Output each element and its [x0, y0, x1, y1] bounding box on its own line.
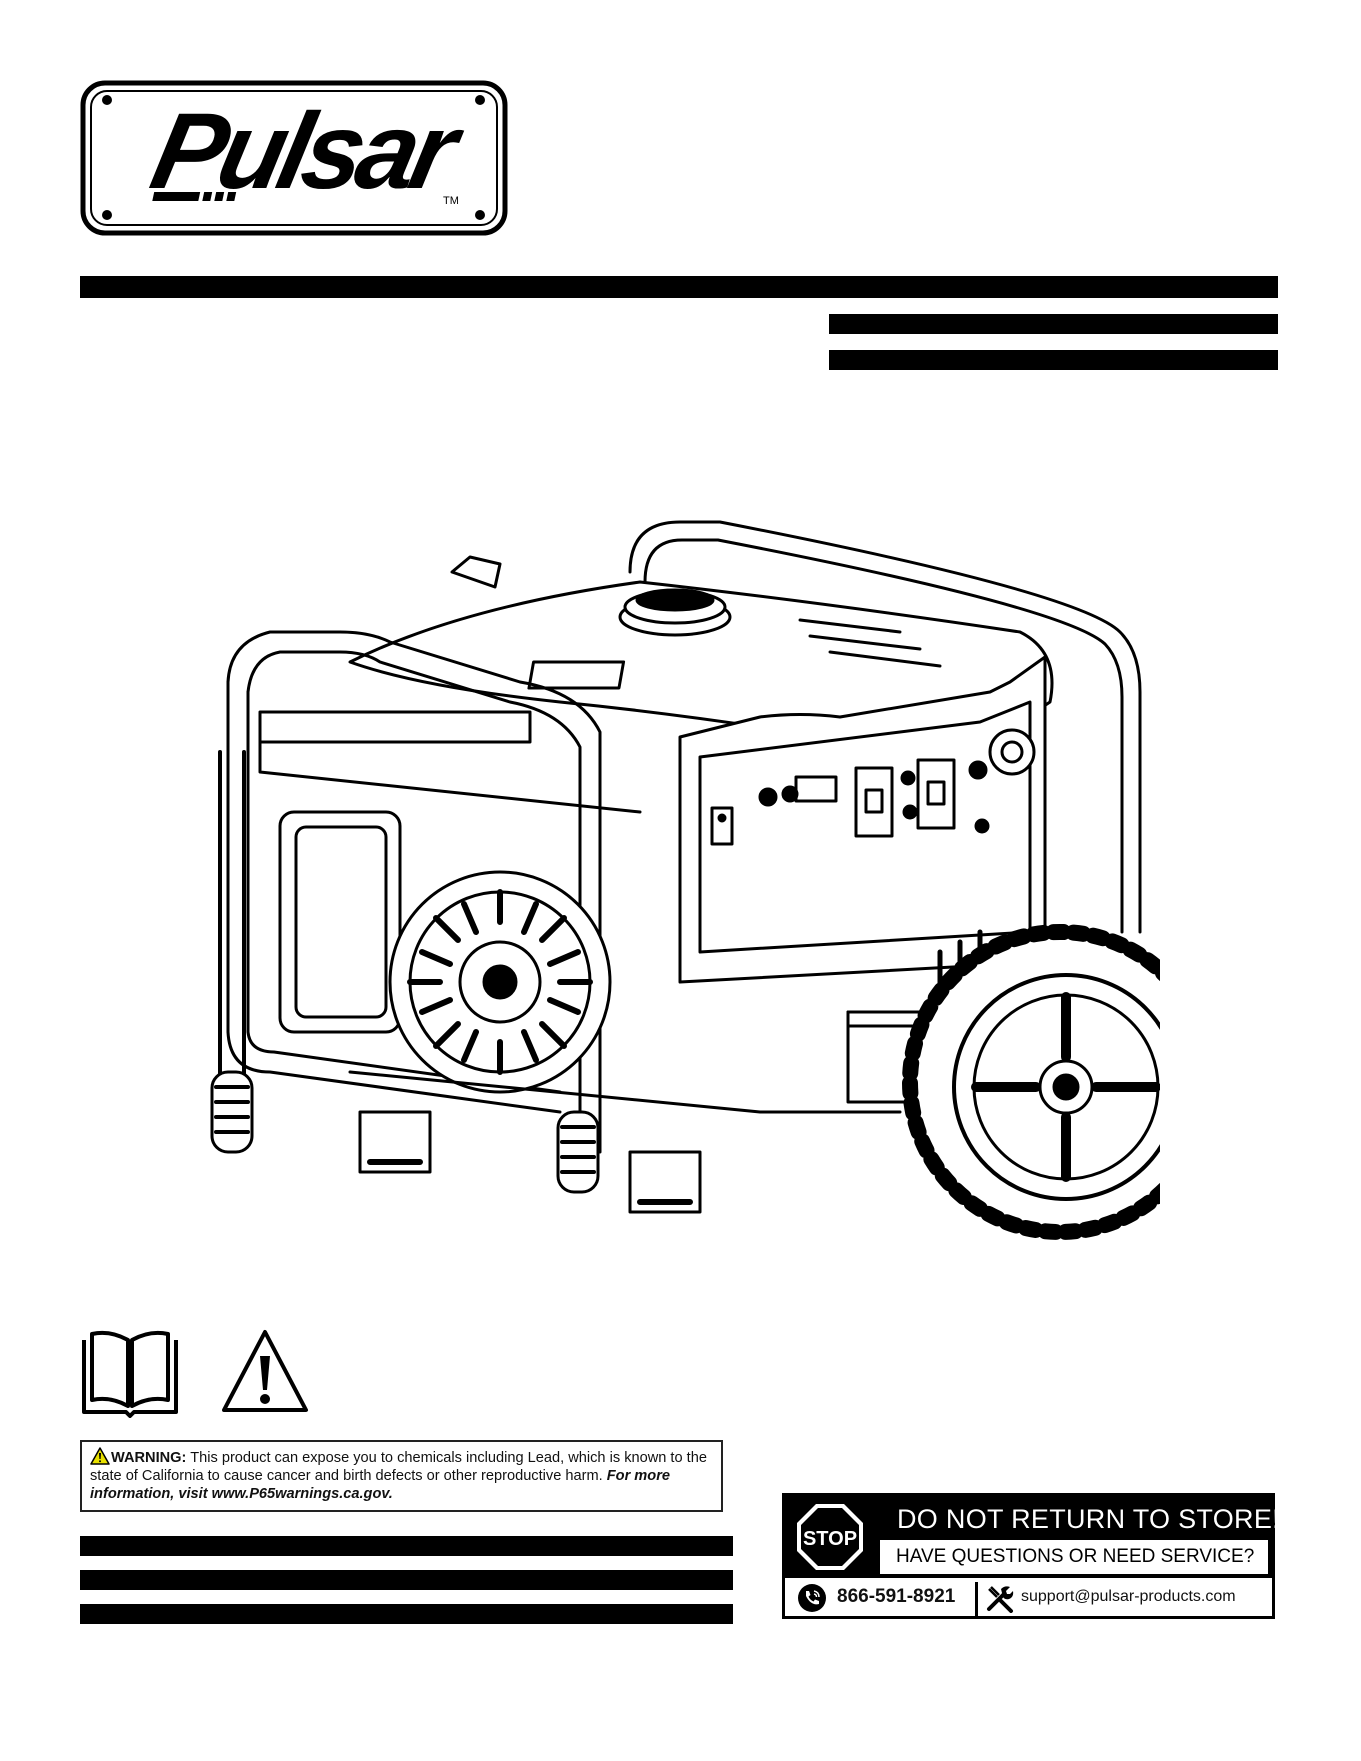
footer-bar-1: [80, 1536, 733, 1556]
stop-sign-icon: STOP: [797, 1504, 863, 1570]
title-bar-2: [829, 350, 1278, 370]
warning-label: WARNING:: [111, 1450, 187, 1466]
support-email[interactable]: support@pulsar-products.com: [1021, 1588, 1236, 1605]
support-contact-panel: STOP DO NOT RETURN TO STORE! HAVE QUESTI…: [782, 1493, 1280, 1619]
pulsar-logo: Pulsar TM: [80, 80, 508, 236]
trademark-mark: TM: [443, 195, 459, 207]
footer-bar-2: [80, 1570, 733, 1590]
support-phone[interactable]: 866-591-8921: [837, 1586, 956, 1607]
generator-illustration: [200, 512, 1218, 1252]
small-warning-icon: [90, 1447, 110, 1465]
warning-triangle-icon: [220, 1328, 310, 1414]
contact-divider: [975, 1582, 978, 1616]
questions-subtitle: HAVE QUESTIONS OR NEED SERVICE?: [880, 1540, 1268, 1574]
prop65-warning-box: WARNING: This product can expose you to …: [80, 1440, 723, 1512]
read-manual-icon: [80, 1330, 180, 1418]
logo-wordmark: Pulsar: [142, 91, 473, 212]
stop-sign-label: STOP: [803, 1528, 857, 1550]
support-contacts: 866-591-8921 support@pulsar-products.com: [785, 1578, 1272, 1616]
do-not-return-title: DO NOT RETURN TO STORE!: [897, 1504, 1280, 1534]
tools-icon: [987, 1586, 1014, 1613]
footer-bar-3: [80, 1604, 733, 1624]
title-bar-1: [829, 314, 1278, 334]
warning-more-info: For more information, visit www.P65warni…: [90, 1468, 670, 1502]
phone-icon: [798, 1584, 826, 1612]
warning-text: This product can expose you to chemicals…: [90, 1450, 707, 1484]
header-bar: [80, 276, 1278, 298]
support-header: STOP DO NOT RETURN TO STORE! HAVE QUESTI…: [785, 1496, 1280, 1578]
